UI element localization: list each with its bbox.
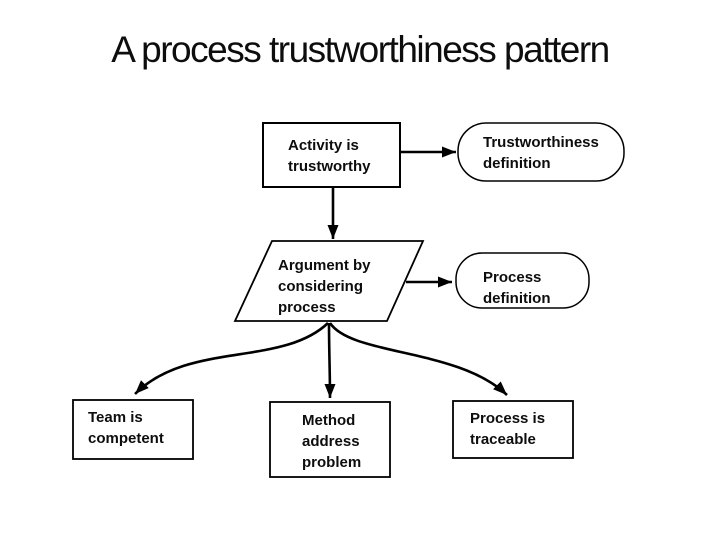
argument-parallelogram-shape	[233, 240, 425, 322]
label-line: definition	[483, 155, 551, 172]
label-line: address	[302, 433, 360, 450]
argument-parallelogram-label: Argument by considering process	[278, 255, 371, 318]
label-line: traceable	[470, 431, 536, 448]
activity-box-label: Activity is trustworthy	[288, 135, 371, 177]
label-line: Activity is	[288, 137, 359, 154]
label-line: considering	[278, 278, 364, 295]
slide-title: A process trustworthiness pattern	[111, 29, 610, 70]
label-line: Method	[302, 412, 356, 429]
arrow-argument-to-method	[324, 322, 336, 399]
label-line: problem	[302, 454, 362, 471]
trustworthiness-definition-label: Trustworthiness definition	[483, 132, 599, 174]
label-line: process	[278, 299, 336, 316]
label-line: Team is	[88, 409, 143, 426]
label-line: competent	[88, 430, 164, 447]
process-definition-label: Process definition	[483, 267, 551, 309]
method-box-label: Method address problem	[302, 410, 361, 473]
activity-box-shape	[262, 122, 401, 188]
label-line: Process	[483, 269, 542, 286]
team-box-label: Team is competent	[88, 407, 164, 449]
team-box-shape	[72, 399, 194, 460]
arrow-argument-to-traceable	[328, 322, 508, 396]
process-definition-shape	[455, 252, 590, 309]
label-line: Trustworthiness	[483, 134, 599, 151]
trustworthiness-definition-shape	[457, 122, 625, 182]
label-line: definition	[483, 290, 551, 307]
traceable-box-label: Process is traceable	[470, 408, 545, 450]
arrow-argument-to-team	[134, 322, 329, 395]
label-line: trustworthy	[288, 158, 371, 175]
label-line: Argument by	[278, 257, 371, 274]
traceable-box-shape	[452, 400, 574, 459]
method-box-shape	[269, 401, 391, 478]
label-line: Process is	[470, 410, 546, 427]
